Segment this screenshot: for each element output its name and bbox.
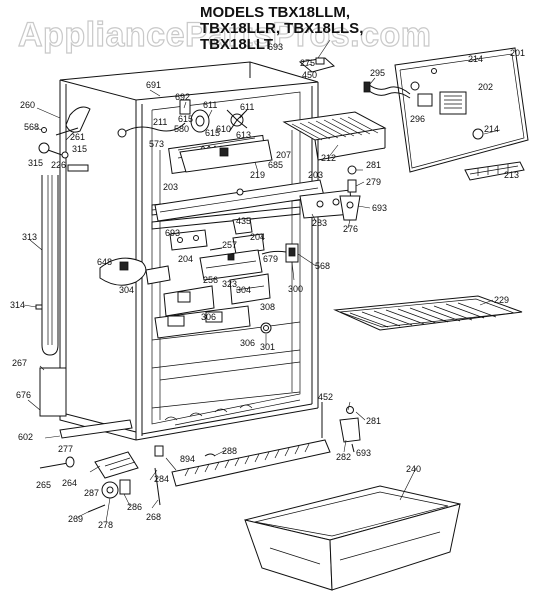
part-label-264: 264 xyxy=(62,478,77,488)
part-label-693: 693 xyxy=(268,42,283,52)
part-label-300: 300 xyxy=(288,284,303,294)
part-label-203: 203 xyxy=(308,170,323,180)
lower-hinge xyxy=(339,406,361,453)
part-label-284: 284 xyxy=(154,474,169,484)
title-line-1: MODELS TBX18LLM, xyxy=(200,4,350,21)
part-label-304: 304 xyxy=(236,285,251,295)
part-label-692: 692 xyxy=(175,92,190,102)
part-label-219: 219 xyxy=(250,170,265,180)
part-label-693: 693 xyxy=(356,448,371,458)
part-label-282: 282 xyxy=(336,452,351,462)
part-label-202: 202 xyxy=(478,82,493,92)
watermark-text: AppliancePartsPros.com xyxy=(18,16,431,54)
part-label-315: 315 xyxy=(72,144,87,154)
part-label-306: 306 xyxy=(201,312,216,322)
part-label-308: 308 xyxy=(260,302,275,312)
part-label-287: 287 xyxy=(84,488,99,498)
trim-rail xyxy=(464,161,525,181)
title-line-2: TBX18LLR, TBX18LLS, xyxy=(200,20,363,37)
part-label-269: 269 xyxy=(68,514,83,524)
part-label-261: 261 xyxy=(70,132,85,142)
part-label-207: 207 xyxy=(276,150,291,160)
part-label-611: 611 xyxy=(240,102,254,112)
part-label-260: 260 xyxy=(20,100,35,110)
part-label-204: 204 xyxy=(250,232,265,242)
bottom-left-parts xyxy=(39,419,164,513)
part-label-894: 894 xyxy=(180,454,195,464)
part-label-301: 301 xyxy=(260,342,275,352)
part-label-279: 279 xyxy=(366,177,381,187)
part-label-240: 240 xyxy=(406,464,421,474)
part-label-201: 201 xyxy=(510,48,525,58)
part-label-611: 611 xyxy=(203,100,217,110)
part-label-314: 314 xyxy=(10,300,25,310)
part-label-288: 288 xyxy=(222,446,237,456)
part-label-435: 435 xyxy=(236,216,251,226)
part-label-204: 204 xyxy=(178,254,193,264)
part-label-213: 213 xyxy=(504,170,519,180)
part-label-278: 278 xyxy=(98,520,113,530)
part-label-568: 568 xyxy=(24,122,39,132)
part-label-306: 306 xyxy=(240,338,255,348)
fresh-food-shelf xyxy=(333,295,523,331)
part-label-610: 610 xyxy=(216,124,231,134)
top-hinge xyxy=(298,57,336,73)
part-label-679: 679 xyxy=(263,254,278,264)
drain-parts xyxy=(35,106,91,356)
title-line-3: TBX18LLT xyxy=(200,36,273,53)
evaporator-cover xyxy=(154,179,353,222)
part-label-613: 613 xyxy=(236,130,251,140)
kick-plate xyxy=(171,402,331,487)
part-label-281: 281 xyxy=(366,160,381,170)
part-label-602: 602 xyxy=(18,432,33,442)
part-label-573: 573 xyxy=(149,139,164,149)
part-label-267: 267 xyxy=(12,358,27,368)
part-label-580: 580 xyxy=(174,124,189,134)
part-label-283: 283 xyxy=(312,218,327,228)
part-label-214: 214 xyxy=(484,124,499,134)
part-label-693: 693 xyxy=(372,203,387,213)
part-label-315: 315 xyxy=(28,158,43,168)
part-label-615: 615 xyxy=(178,114,193,124)
part-label-450: 450 xyxy=(302,70,317,80)
fresh-food-controls xyxy=(99,217,299,339)
part-label-685: 685 xyxy=(268,160,283,170)
part-label-276: 276 xyxy=(343,224,358,234)
part-label-256: 256 xyxy=(203,275,218,285)
part-label-304: 304 xyxy=(119,285,134,295)
part-label-568: 568 xyxy=(315,261,330,271)
freezer-shelf xyxy=(282,111,387,161)
part-label-277: 277 xyxy=(58,444,73,454)
part-label-281: 281 xyxy=(366,416,381,426)
part-label-275: 275 xyxy=(300,58,315,68)
part-label-452: 452 xyxy=(318,392,333,402)
part-label-268: 268 xyxy=(146,512,161,522)
part-label-226: 226 xyxy=(51,160,66,170)
part-label-676: 676 xyxy=(16,390,31,400)
part-label-286: 286 xyxy=(127,502,142,512)
part-label-257: 257 xyxy=(222,240,237,250)
part-label-615: 615 xyxy=(205,128,220,138)
part-label-211: 211 xyxy=(153,117,167,127)
part-label-323: 323 xyxy=(222,279,237,289)
part-label-648: 648 xyxy=(97,257,112,267)
control-panel xyxy=(363,47,529,173)
part-label-691: 691 xyxy=(146,80,161,90)
crisper-drawer xyxy=(244,485,461,591)
part-label-229: 229 xyxy=(494,295,509,305)
freezer-controls xyxy=(117,99,273,174)
part-label-203: 203 xyxy=(163,182,178,192)
part-label-265: 265 xyxy=(36,480,51,490)
part-label-693: 693 xyxy=(165,228,180,238)
cabinet xyxy=(39,61,319,441)
part-label-212: 212 xyxy=(321,153,336,163)
part-label-296: 296 xyxy=(410,114,425,124)
leader-lines xyxy=(23,39,501,523)
part-label-295: 295 xyxy=(370,68,385,78)
part-label-313: 313 xyxy=(22,232,37,242)
